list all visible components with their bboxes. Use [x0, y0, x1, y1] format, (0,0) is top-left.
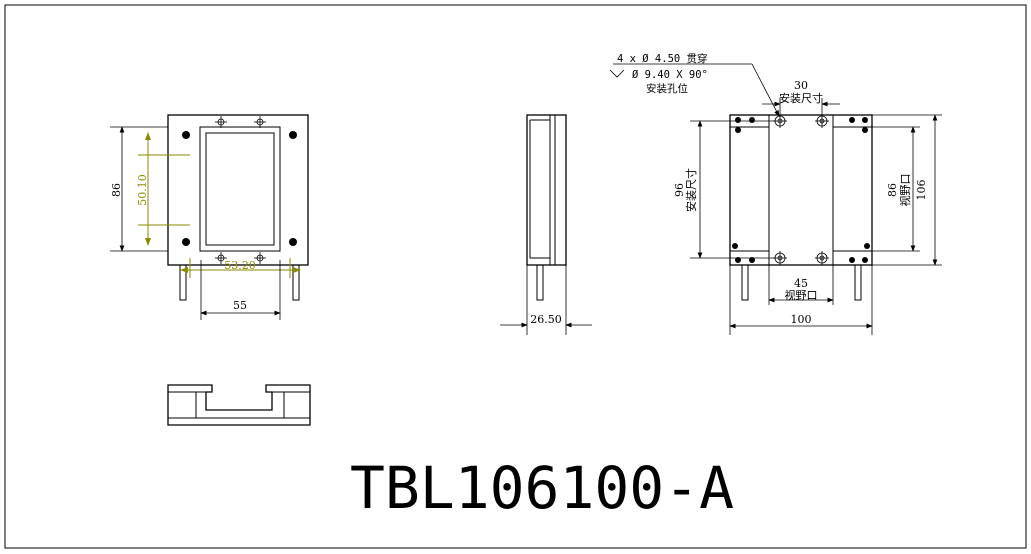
front-window-inner — [205, 132, 275, 246]
front-view: 86 50.10 53.20 55 — [110, 114, 309, 320]
dim-view-width-label: 视野口 — [785, 288, 818, 302]
dim-view-width: 45 — [794, 277, 808, 290]
dim-front-width: 55 — [233, 299, 247, 312]
hole-icon — [735, 117, 741, 123]
hole-icon — [735, 257, 741, 263]
dim-side-depth: 26.50 — [530, 313, 562, 326]
front-window-outer — [199, 126, 281, 252]
hole-icon — [182, 238, 190, 246]
dim-mount-height-label: 安装尺寸 — [684, 168, 698, 212]
pin — [292, 264, 300, 301]
dim-mount-spacing: 30 — [794, 79, 808, 92]
pin — [854, 264, 862, 301]
dim-mount-height: 96 — [673, 183, 686, 197]
hole-icon — [862, 257, 868, 263]
hole-icon — [182, 131, 190, 139]
hole-icon — [289, 131, 297, 139]
hole-icon — [735, 127, 741, 133]
dim-inner-height: 50.10 — [136, 174, 149, 206]
crosshair-icon — [215, 116, 266, 264]
mount-hole-icon — [773, 114, 829, 265]
hole-icon — [289, 238, 297, 246]
hole-note-line3: 安装孔位 — [646, 82, 688, 95]
hole-icon — [849, 117, 855, 123]
hole-icon — [862, 117, 868, 123]
hole-icon — [849, 257, 855, 263]
drawing-title: TBL106100-A — [350, 454, 734, 522]
dim-mount-label: 安装尺寸 — [779, 91, 823, 105]
dim-view-height: 86 — [886, 183, 899, 197]
right-left-wing — [729, 126, 770, 252]
right-plate — [729, 114, 873, 266]
hole-icon — [749, 117, 755, 123]
hole-icon — [864, 243, 870, 249]
pin — [536, 264, 544, 301]
hole-icon — [732, 243, 738, 249]
side-body — [526, 114, 567, 266]
pin — [179, 264, 187, 301]
countersink-icon — [609, 69, 625, 78]
dim-front-height: 86 — [110, 183, 123, 197]
drawing-border — [4, 4, 1027, 549]
dim-inner-width: 53.20 — [224, 259, 256, 272]
dim-view-height-label: 视野口 — [898, 174, 912, 207]
bottom-profile — [167, 384, 311, 426]
bottom-view — [167, 384, 311, 426]
side-view: 26.50 — [500, 114, 592, 335]
hole-icon — [749, 257, 755, 263]
dim-overall-height: 106 — [915, 180, 928, 201]
hole-note-line1: 4 x Ø 4.50 贯穿 — [617, 52, 708, 65]
pin — [741, 264, 749, 301]
right-right-wing — [832, 126, 873, 252]
dim-overall-width: 100 — [791, 313, 812, 326]
hole-note-line2: Ø 9.40 X 90° — [632, 69, 708, 81]
right-view: 4 x Ø 4.50 贯穿 Ø 9.40 X 90° 安装孔位 30 安装尺寸 … — [609, 52, 942, 335]
hole-icon — [862, 127, 868, 133]
front-plate — [167, 114, 309, 266]
